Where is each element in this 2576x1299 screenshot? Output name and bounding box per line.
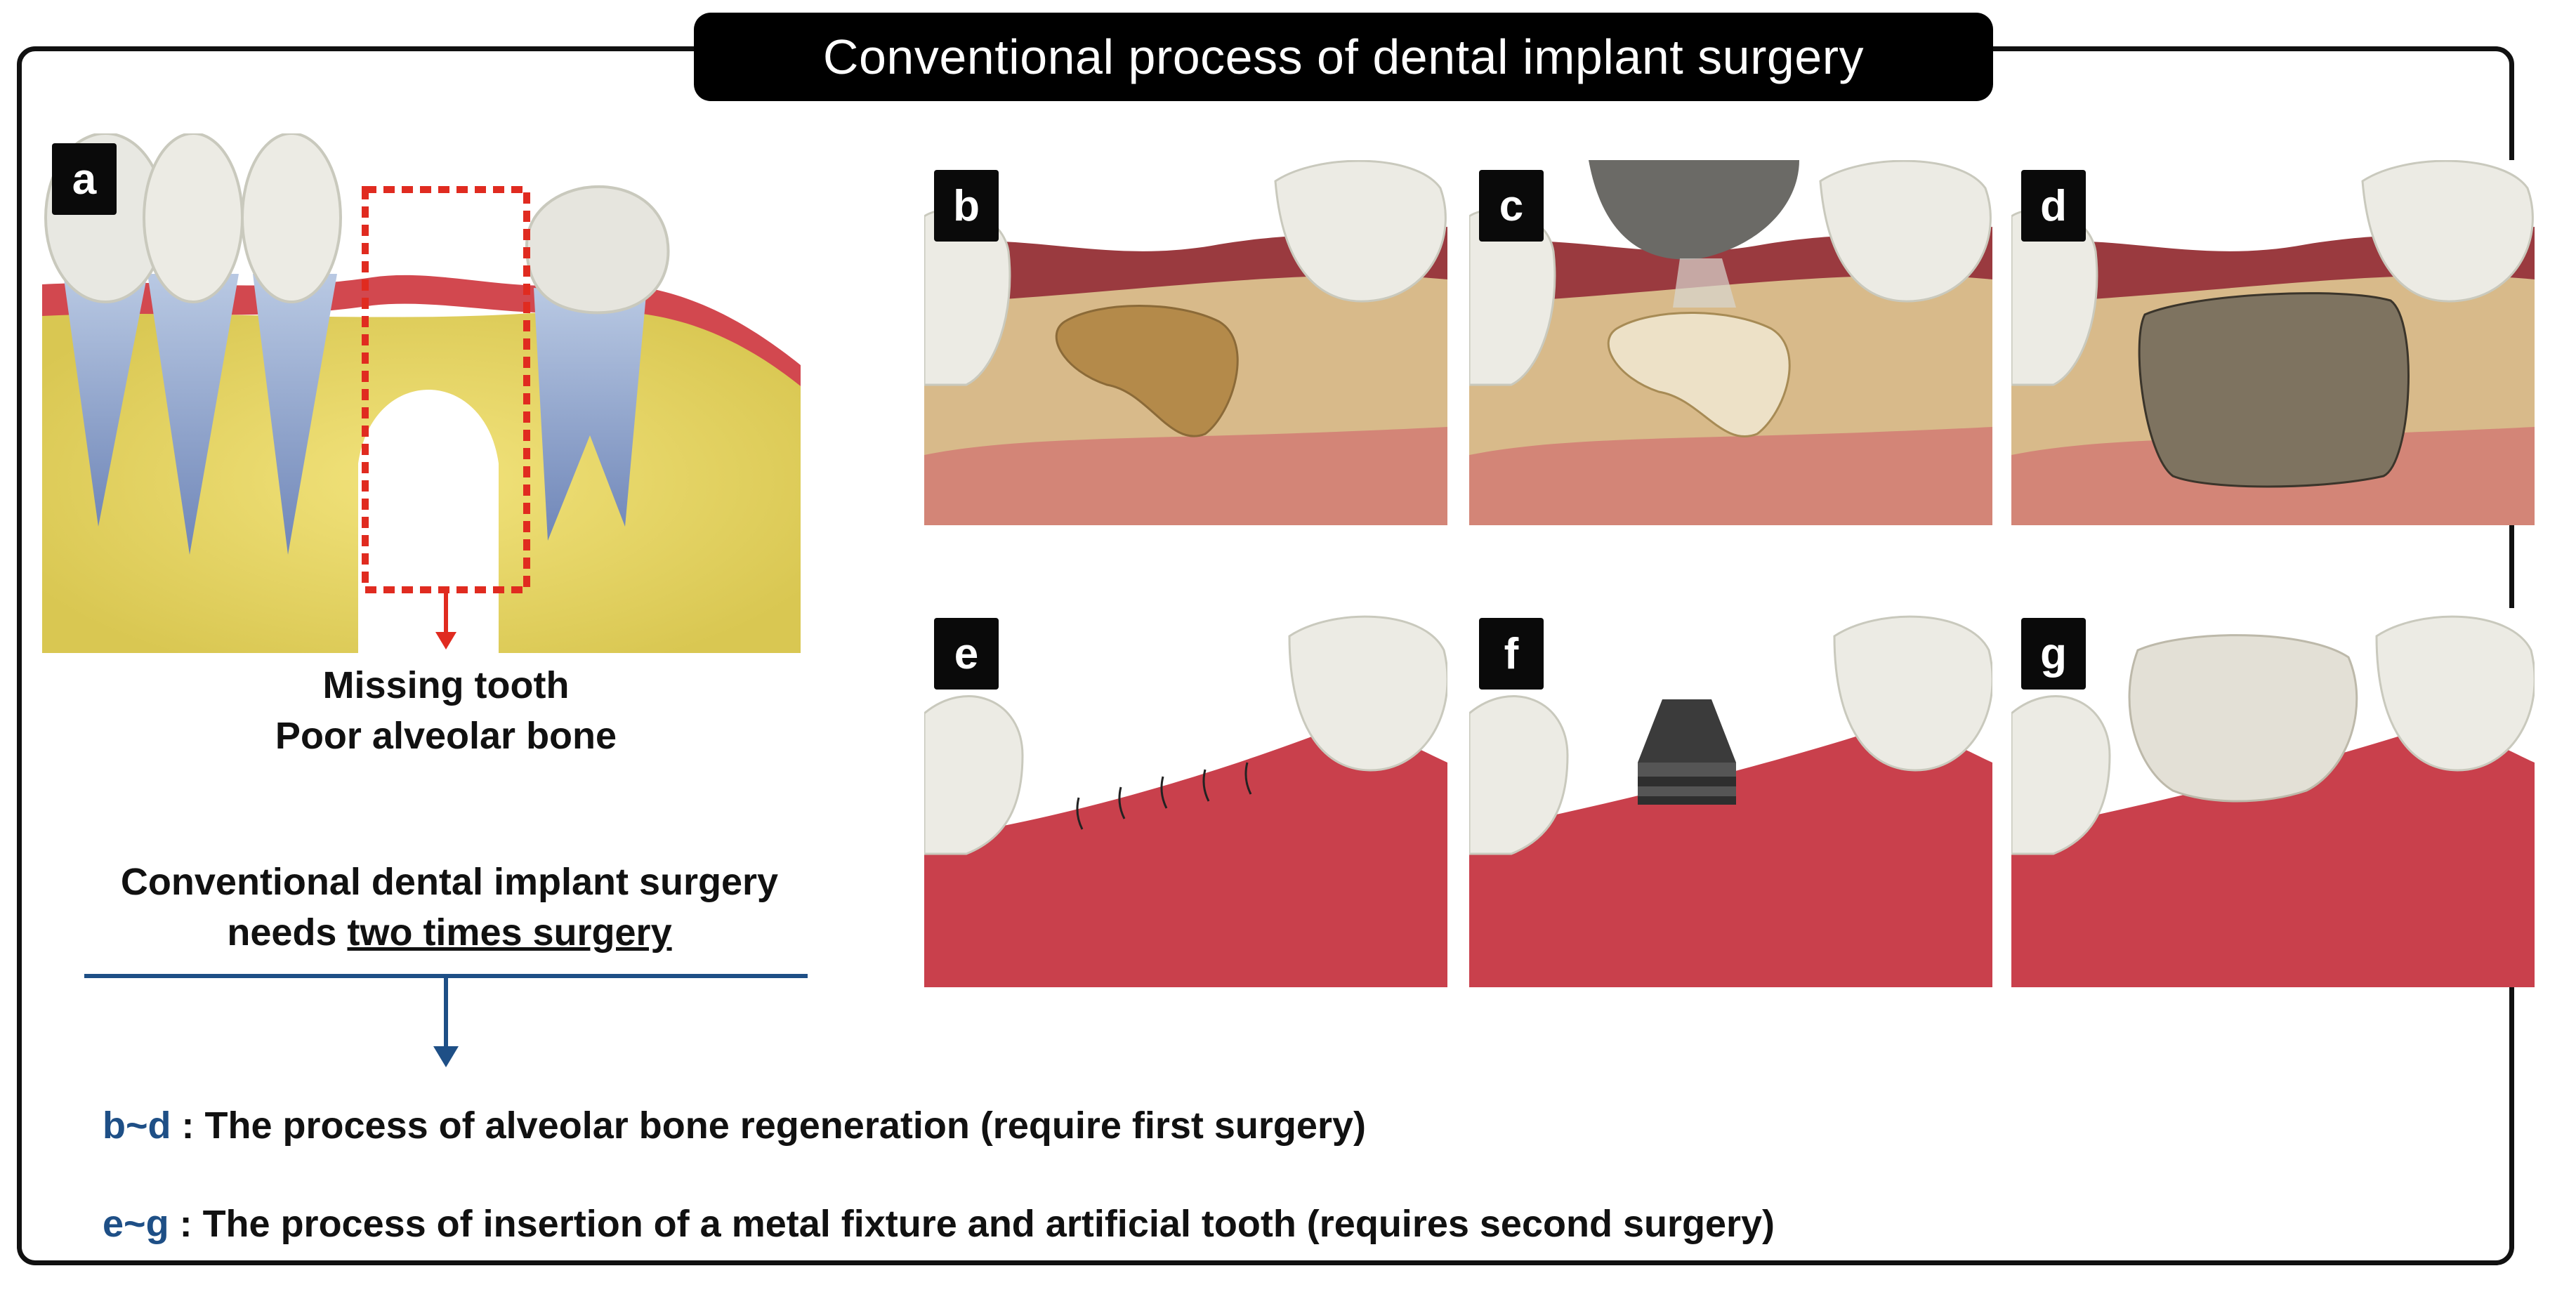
panel-e: e [924,608,1447,987]
panel-label-g: g [2021,618,2086,690]
tooth-crown [1288,615,1447,772]
tooth-crown [525,185,670,315]
tooth-crown [2375,615,2535,772]
diagram-title: Conventional process of dental implant s… [694,13,1993,101]
legend-row-1: b~d : The process of alveolar bone regen… [103,1104,1366,1147]
panel-label-e: e [934,618,999,690]
gum-shape [2011,730,2535,987]
gum-shape [1469,730,1992,987]
sutures [1076,762,1252,830]
tooth-crown [1469,695,1569,855]
summary-line-1: Conventional dental implant surgery [120,861,779,903]
legend-text: The process of alveolar bone regeneratio… [204,1105,1366,1147]
panel-c: c [1469,160,1992,525]
summary-line-2: needs two times surgery [42,907,857,958]
implant-abutment [1638,699,1736,805]
tooth-root [63,274,147,527]
gum-base [1469,427,1992,525]
tooth-crown [1833,615,1992,772]
panel-c-illustration [1469,160,1992,525]
artificial-tooth [2128,634,2358,803]
graft-particles [1673,258,1736,308]
tooth-root [147,274,239,555]
tooth-crown [241,133,342,303]
panel-label-f: f [1479,618,1544,690]
panel-d-illustration [2011,160,2535,525]
caption-line-2: Poor alveolar bone [275,715,617,757]
panel-label-a: a [52,143,117,215]
bone-graft [1607,312,1791,437]
caption-line-1: Missing tooth [322,664,570,706]
missing-tooth-caption: Missing tooth Poor alveolar bone [232,660,660,761]
red-arrow-head [435,632,456,650]
panel-d: d [2011,160,2535,525]
tooth-crown [2361,160,2534,303]
panel-g: g [2011,608,2535,987]
legend-text: The process of insertion of a metal fixt… [202,1203,1775,1245]
tooth-root [253,274,337,555]
tooth-crown [1819,160,1992,303]
panel-b: b [924,160,1447,525]
panel-e-illustration [924,608,1447,987]
blue-arrow-head [433,1046,459,1067]
summary-text: Conventional dental implant surgery need… [42,857,857,958]
summary-emphasis: two times surgery [347,911,672,954]
tooth-crown [1274,160,1447,303]
panel-label-d: d [2021,170,2086,242]
blue-arrow-graphic [84,974,808,1067]
panel-label-c: c [1479,170,1544,242]
tooth-crown [143,133,244,303]
syringe-tip [1589,160,1799,260]
panel-a: a [42,133,801,653]
gum-base [924,427,1447,525]
panel-f-illustration [1469,608,1992,987]
panel-g-illustration [2011,608,2535,987]
tooth-crown [2011,695,2111,855]
gum-shape [924,730,1447,987]
tooth-crown [924,695,1024,855]
panel-label-b: b [934,170,999,242]
panel-f: f [1469,608,1992,987]
panel-a-illustration [42,133,801,653]
tooth-root [534,288,646,541]
panel-b-illustration [924,160,1447,525]
summary-prefix: needs [227,911,348,954]
legend-separator: : [169,1203,203,1245]
legend-row-2: e~g : The process of insertion of a meta… [103,1202,1775,1246]
bone-defect [358,390,499,653]
legend-key: e~g [103,1203,169,1245]
legend-key: b~d [103,1105,171,1147]
legend-separator: : [171,1105,205,1147]
barrier-membrane [2138,292,2410,488]
bone-defect [1055,305,1239,437]
